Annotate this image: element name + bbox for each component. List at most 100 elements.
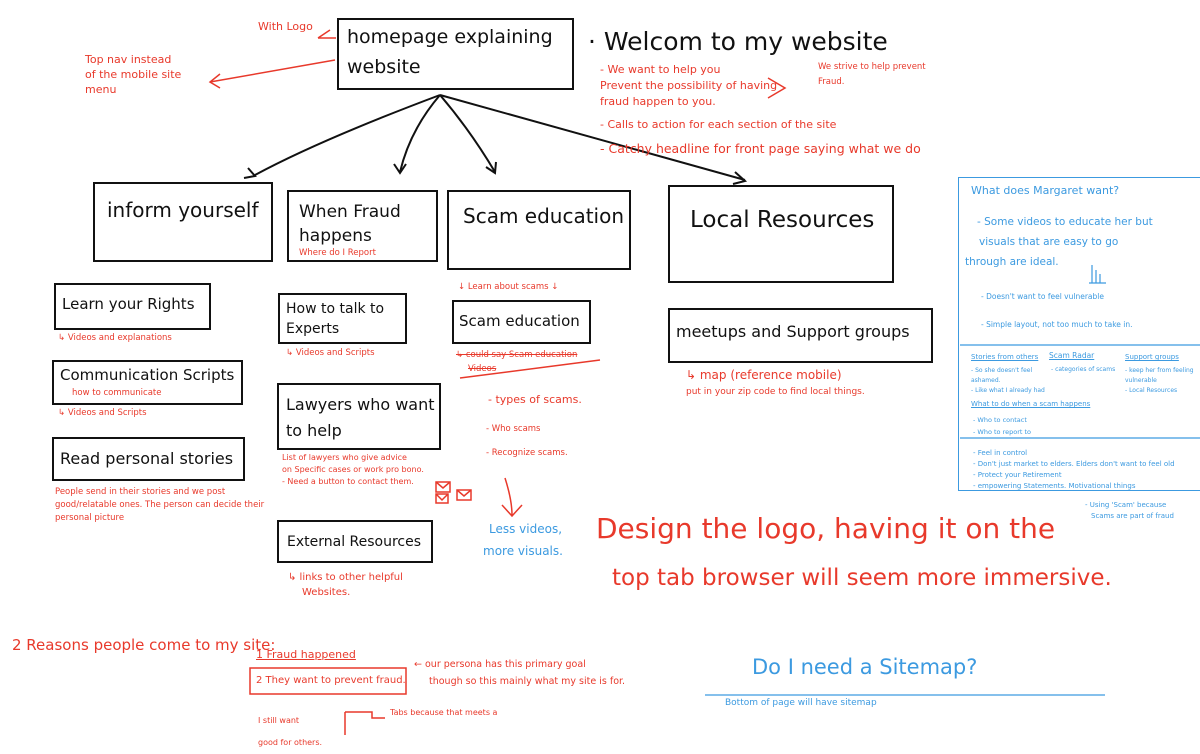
section-title: When Fraud happens [299, 202, 401, 246]
homepage-box[interactable]: homepage explaining website [337, 18, 574, 90]
what-to-do-list: - Who to contact - Who to report to [973, 414, 1031, 438]
external-note: ↳ links to other helpful Websites. [288, 570, 403, 600]
stories-list: - So she doesn't feel ashamed. - Like wh… [971, 366, 1045, 396]
subpage-meetups[interactable]: meetups and Support groups [668, 308, 933, 363]
subpage-title-2: to help [286, 421, 342, 440]
arrow-to-local [439, 94, 746, 181]
note-line: - Protect your Retirement [973, 471, 1062, 479]
what-to-do-heading: What to do when a scam happens [971, 400, 1091, 408]
subpage-title-2: Experts [286, 321, 340, 337]
welcome-heading: · Welcom to my website [588, 27, 888, 56]
note-line: - Don't just market to elders. Elders do… [973, 460, 1175, 468]
note-line: on Specific cases or work pro bono. [282, 465, 424, 474]
note-line: - Local Resources [1125, 387, 1178, 394]
subpage-title: meetups and Support groups [676, 322, 910, 341]
design-logo-note-2: top tab browser will seem more immersive… [612, 565, 1112, 591]
persona-want: - Doesn't want to feel vulnerable [981, 292, 1104, 301]
subpage-personal-stories[interactable]: Read personal stories [52, 437, 245, 481]
tabs-note: Tabs because that meets a [390, 708, 498, 717]
scam-word-note: - Using 'Scam' because Scams are part of… [1085, 500, 1174, 522]
homepage-title: homepage explaining [347, 26, 553, 48]
reason-2-box [249, 667, 407, 695]
note-line: We strive to help prevent [818, 62, 926, 72]
note-line: of the mobile site [85, 68, 182, 81]
with-logo-note: With Logo [258, 20, 313, 33]
inner-note: how to communicate [72, 388, 162, 398]
comm-scripts-note: ↳ Videos and Scripts [58, 408, 147, 418]
note-line: Scams are part of fraud [1091, 512, 1174, 520]
bracket-arrow [767, 77, 787, 99]
subpage-external-resources[interactable]: External Resources [277, 520, 433, 563]
note-line: Top nav instead [85, 53, 172, 66]
arrow-with-logo [317, 29, 336, 39]
section-title: Scam education [463, 204, 625, 228]
subpage-title: Scam education [459, 312, 580, 330]
welcome-notes: - We want to help you Prevent the possib… [600, 62, 921, 157]
note-line: - Calls to action for each section of th… [600, 118, 837, 131]
note-line: personal picture [55, 513, 125, 523]
note-line: - So she doesn't feel [971, 367, 1033, 374]
note-line: ↳ could say Scam education [456, 350, 578, 360]
arrow-to-fraud [399, 94, 441, 173]
note-line: - Using 'Scam' because [1085, 501, 1167, 509]
section-title: inform yourself [107, 198, 259, 222]
scam-radar-item: - categories of scams [1051, 366, 1116, 373]
arrow-less-videos [501, 477, 523, 518]
note-line: - Feel in control [973, 449, 1028, 457]
note-line: Websites. [302, 587, 351, 598]
note-line: menu [85, 83, 117, 96]
still-want-note: I still want good for others. [258, 710, 322, 754]
persona-goal-note: ← our persona has this primary goal thou… [414, 656, 625, 690]
note-line: Videos [468, 364, 497, 374]
section-scam-education[interactable]: Scam education [447, 190, 631, 270]
mail-icon [456, 489, 472, 501]
support-list: - keep her from feeling vulnerable - Loc… [1125, 366, 1194, 396]
note-line: good/relatable ones. The person can deci… [55, 500, 265, 510]
subpage-talk-experts[interactable]: How to talk to Experts [278, 293, 407, 344]
subpage-title: Communication Scripts [60, 366, 235, 384]
subpage-communication-scripts[interactable]: Communication Scripts how to communicate [52, 360, 243, 405]
bar-chart-icon [1089, 265, 1106, 284]
top-nav-note: Top nav instead of the mobile site menu [85, 52, 181, 97]
scam-item: - types of scams. [488, 393, 582, 406]
mail-icon [435, 481, 451, 493]
section-inform-yourself[interactable]: inform yourself [93, 182, 273, 262]
note-line: - We want to help you [600, 63, 721, 76]
strike-line [459, 359, 601, 379]
struck-note: ↳ could say Scam education Videos [456, 348, 577, 376]
note-line: ↳ links to other helpful [288, 572, 403, 583]
note-line: - Who to contact [973, 416, 1027, 424]
reasons-heading: 2 Reasons people come to my site: [12, 636, 276, 654]
note-line: more visuals. [483, 544, 563, 558]
scam-item: - Recognize scams. [486, 448, 568, 458]
arrow-to-inform [254, 94, 441, 176]
note-line: Less videos, [489, 522, 563, 536]
design-logo-note: Design the logo, having it on the [596, 512, 1056, 545]
note-line: though so this mainly what my site is fo… [429, 676, 626, 687]
subpage-lawyers[interactable]: Lawyers who want to help [277, 383, 441, 450]
stories-heading: Stories from others [971, 353, 1039, 361]
note-line: Prevent the possibility of having [600, 79, 778, 92]
arrow-to-scam [439, 94, 496, 173]
persona-want: - Simple layout, not too much to take in… [981, 320, 1133, 329]
section-when-fraud-happens[interactable]: When Fraud happens Where do I Report [287, 190, 438, 262]
welcome-side-note: We strive to help prevent Fraud. [818, 60, 926, 90]
note-line: vulnerable [1125, 377, 1157, 384]
note-line: - Need a button to contact them. [282, 477, 414, 486]
section-local-resources[interactable]: Local Resources [668, 185, 894, 283]
note-line: I still want [258, 716, 300, 725]
note-line: ashamed. [971, 377, 1001, 384]
subpage-learn-rights[interactable]: Learn your Rights [54, 283, 211, 330]
subpage-title: Lawyers who want [286, 395, 435, 414]
reason-1: 1 Fraud happened [256, 648, 356, 661]
learn-rights-note: ↳ Videos and explanations [58, 333, 172, 343]
meetups-note: ↳ map (reference mobile) put in your zip… [686, 367, 865, 401]
note-line: - Who to report to [973, 428, 1032, 436]
scam-radar-heading: Scam Radar [1049, 351, 1095, 360]
subpage-title: Learn your Rights [62, 295, 195, 313]
persona-panel: What does Margaret want? - Some videos t… [958, 177, 1200, 491]
subpage-scam-education[interactable]: Scam education [452, 300, 591, 344]
subpage-title: External Resources [287, 534, 422, 550]
note-line: ← our persona has this primary goal [414, 659, 586, 670]
